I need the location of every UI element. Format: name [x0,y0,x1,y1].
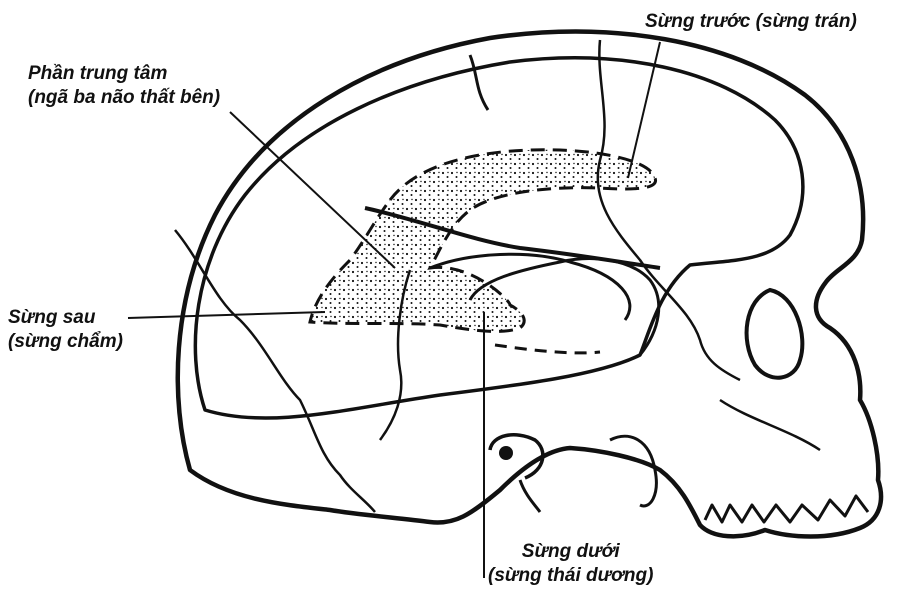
label-inferior-horn: Sừng dưới (sừng thái dương) [488,540,653,588]
sulcus-top [470,55,488,110]
maxilla [720,400,820,450]
mastoid [520,480,540,512]
brain-outline [195,58,803,418]
label-anterior-horn: Sừng trước (sừng trán) [645,10,857,34]
label-anterior-horn-line1: Sừng trước (sừng trán) [645,10,857,34]
coronal-suture [598,40,740,380]
label-central-part: Phần trung tâm (ngã ba não thất bên) [28,62,220,110]
label-posterior-horn-line1: Sừng sau [8,306,123,330]
label-central-part-line2: (ngã ba não thất bên) [28,86,220,110]
ear-opening [499,446,513,460]
teeth [705,496,868,522]
inferior-horn-dash [495,345,600,353]
zygomatic-arch [610,436,656,506]
ear-canal [490,435,543,478]
label-posterior-horn: Sừng sau (sừng chẩm) [8,306,123,354]
leader-posterior-horn [128,312,325,318]
label-inferior-horn-line1: Sừng dưới [488,540,653,564]
label-central-part-line1: Phần trung tâm [28,62,220,86]
orbit-outline [747,290,803,378]
skull-outline [178,32,881,537]
label-inferior-horn-line2: (sừng thái dương) [488,564,653,588]
label-posterior-horn-line2: (sừng chẩm) [8,330,123,354]
